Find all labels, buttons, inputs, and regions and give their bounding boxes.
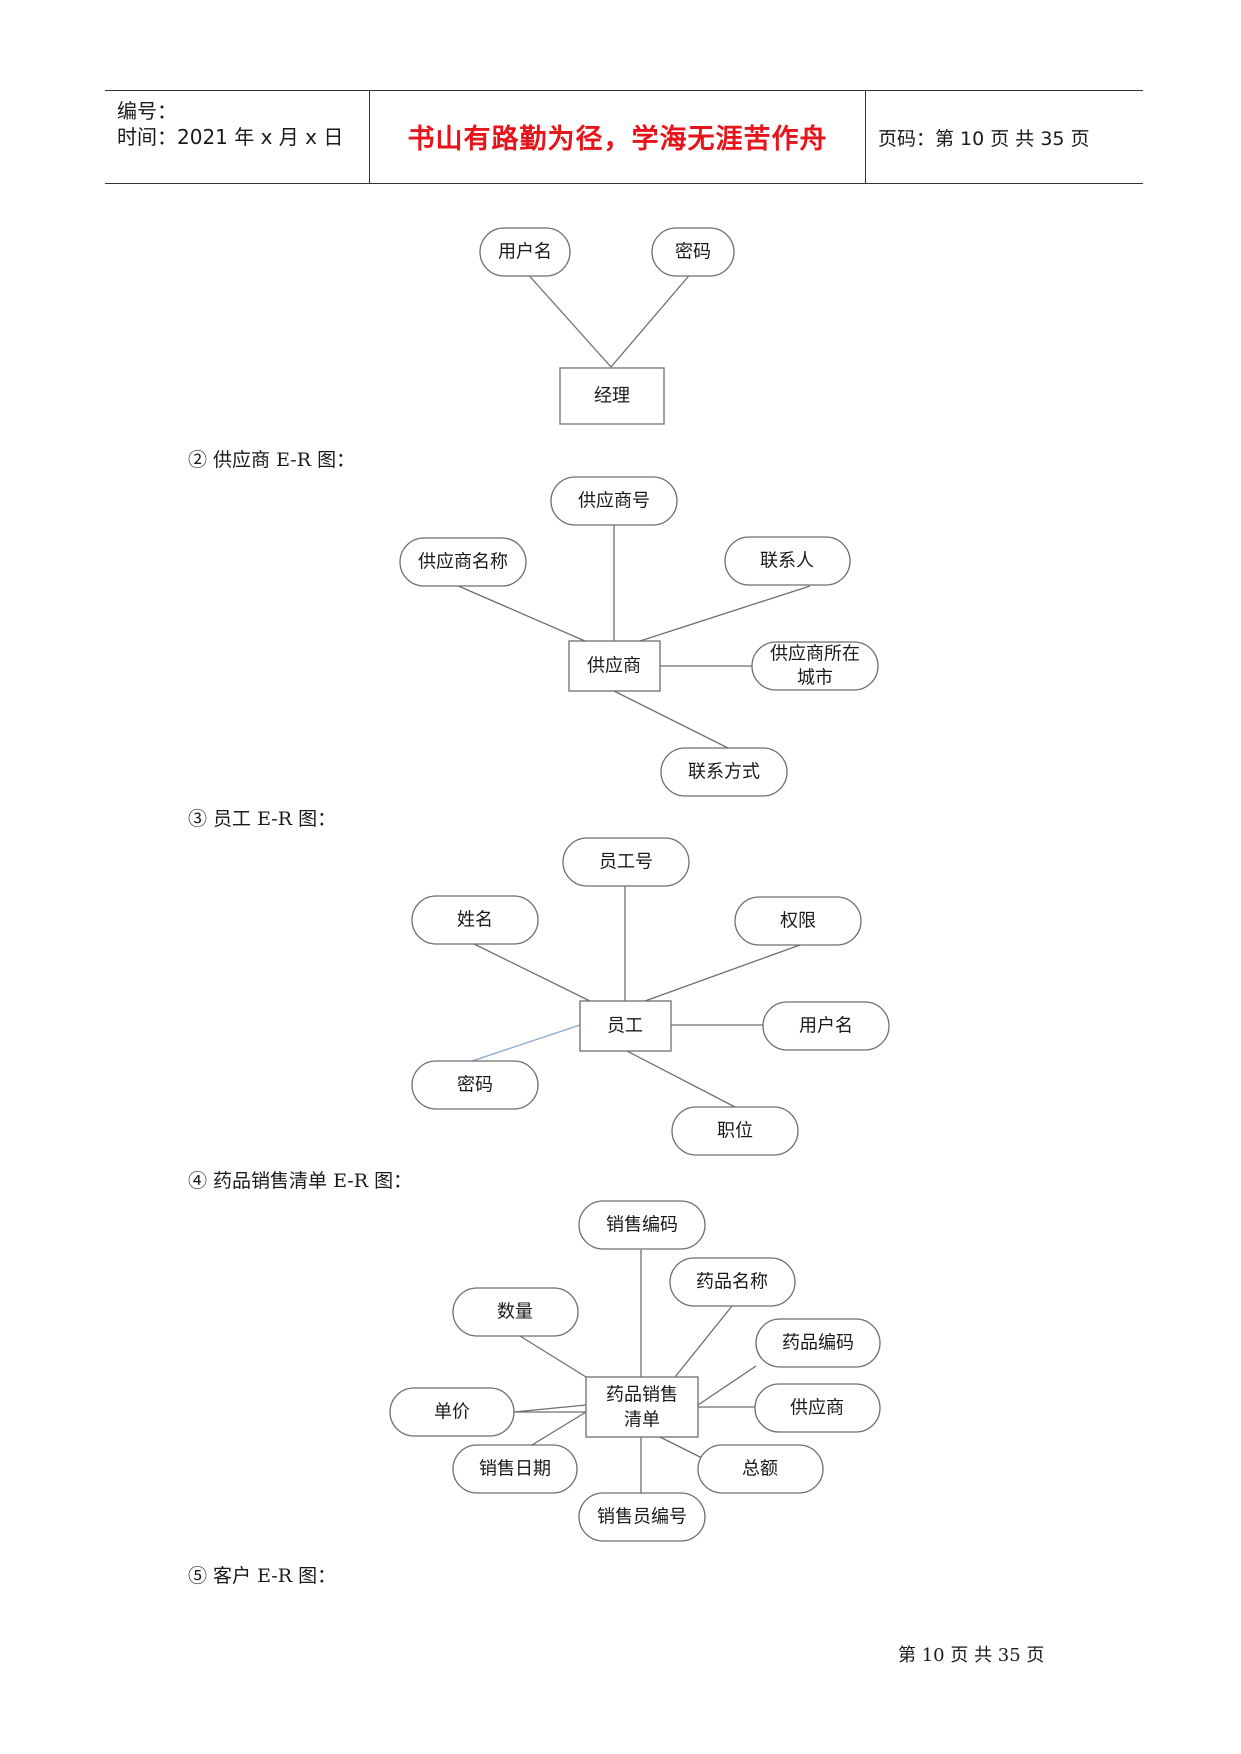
attribute-oval <box>452 1444 578 1494</box>
entity-employee: 员工 <box>607 1016 643 1037</box>
entity-box <box>568 640 661 692</box>
header-meta-cell: 编号： 时间：2021 年 x 月 x 日 <box>105 91 370 183</box>
attribute-oval <box>562 837 690 887</box>
attribute-oval <box>651 227 735 277</box>
entity-box <box>579 1000 672 1052</box>
attr-supplier-city-line2: 城市 <box>797 668 833 689</box>
entity-manager: 经理 <box>594 386 630 407</box>
connector-line <box>624 1049 736 1108</box>
attr-permission: 权限 <box>780 911 816 932</box>
connector-line <box>639 585 811 642</box>
entity-box <box>559 367 665 425</box>
attr-password: 密码 <box>675 242 711 263</box>
header-motto-cell: 书山有路勤为径，学海无涯苦作舟 <box>370 91 866 183</box>
attr-salesperson-id: 销售员编号 <box>597 1507 687 1528</box>
attribute-oval <box>734 896 862 946</box>
attr-supplier-city-line1: 供应商所在 <box>770 644 860 665</box>
caption-customer-er: ⑤ 客户 E-R 图： <box>188 1565 337 1587</box>
connector-line <box>610 270 694 368</box>
connector-line <box>519 1335 587 1378</box>
attribute-oval <box>578 1200 706 1250</box>
attr-employee-username: 用户名 <box>799 1016 853 1037</box>
connector-lines <box>455 270 811 1493</box>
attr-drug-name: 药品名称 <box>696 1272 768 1293</box>
header-page-info: 页码：第 10 页 共 35 页 <box>878 128 1090 150</box>
attr-employee-name: 姓名 <box>457 910 493 931</box>
attr-drug-code: 药品编码 <box>782 1333 854 1354</box>
entity-supplier: 供应商 <box>587 656 641 677</box>
attribute-oval <box>669 1257 796 1307</box>
attr-sales-code: 销售编码 <box>606 1215 678 1236</box>
attribute-oval <box>399 537 527 587</box>
attribute-oval <box>452 1287 579 1337</box>
attr-supplier-name: 供应商名称 <box>418 552 508 573</box>
attribute-oval <box>479 227 571 277</box>
attribute-oval <box>724 536 851 586</box>
connector-line <box>613 690 729 749</box>
document-number-label: 编号： <box>117 99 177 123</box>
connector-line <box>674 1305 733 1378</box>
attribute-oval <box>389 1387 515 1437</box>
caption-sales-list-er: ④ 药品销售清单 E-R 图： <box>188 1170 413 1192</box>
page-footer: 第 10 页 共 35 页 <box>898 1645 1045 1666</box>
connector-line <box>697 1365 757 1406</box>
connector-line <box>513 1404 587 1413</box>
attribute-oval <box>550 476 678 526</box>
attr-supplier-id: 供应商号 <box>578 491 650 512</box>
entity-box <box>585 1376 699 1438</box>
attribute-oval <box>411 895 539 945</box>
node-labels: 用户名 密码 经理 供应商号 供应商名称 联系人 供应商所在 城市 联系方式 供… <box>418 242 860 1528</box>
attr-employee-id: 员工号 <box>599 852 653 873</box>
attr-username: 用户名 <box>498 242 552 263</box>
attr-sales-supplier: 供应商 <box>790 1398 844 1419</box>
attr-position: 职位 <box>717 1121 753 1142</box>
attribute-oval <box>660 747 788 797</box>
caption-employee-er: ③ 员工 E-R 图： <box>188 808 337 830</box>
caption-supplier-er: ② 供应商 E-R 图： <box>188 449 356 471</box>
connector-line <box>524 270 612 368</box>
attr-contact-method: 联系方式 <box>688 762 760 783</box>
entity-sales-list-line1: 药品销售 <box>606 1385 678 1406</box>
connector-line <box>471 1024 581 1062</box>
attr-contact-person: 联系人 <box>760 551 814 572</box>
attr-unit-price: 单价 <box>434 1402 470 1423</box>
attribute-oval <box>754 1383 881 1433</box>
header-page-cell: 页码：第 10 页 共 35 页 <box>866 91 1143 183</box>
attribute-oval <box>762 1001 890 1051</box>
attribute-oval <box>411 1060 539 1110</box>
page-header: 编号： 时间：2021 年 x 月 x 日 书山有路勤为径，学海无涯苦作舟 页码… <box>105 90 1143 184</box>
node-shapes <box>389 227 890 1542</box>
attr-sales-date: 销售日期 <box>479 1459 551 1480</box>
connector-line <box>469 941 591 1002</box>
attr-employee-password: 密码 <box>457 1075 493 1096</box>
connector-line <box>455 584 586 642</box>
entity-sales-list-line2: 清单 <box>624 1410 660 1431</box>
connector-line <box>644 944 801 1002</box>
attribute-oval <box>671 1106 799 1156</box>
document-time-label: 时间：2021 年 x 月 x 日 <box>117 125 344 149</box>
attribute-oval <box>755 1318 881 1368</box>
header-motto: 书山有路勤为径，学海无涯苦作舟 <box>407 124 828 155</box>
attribute-oval <box>751 641 879 691</box>
attr-quantity: 数量 <box>497 1302 533 1323</box>
attr-total-amount: 总额 <box>742 1459 778 1480</box>
attribute-oval <box>578 1492 706 1542</box>
attribute-oval <box>697 1444 824 1494</box>
